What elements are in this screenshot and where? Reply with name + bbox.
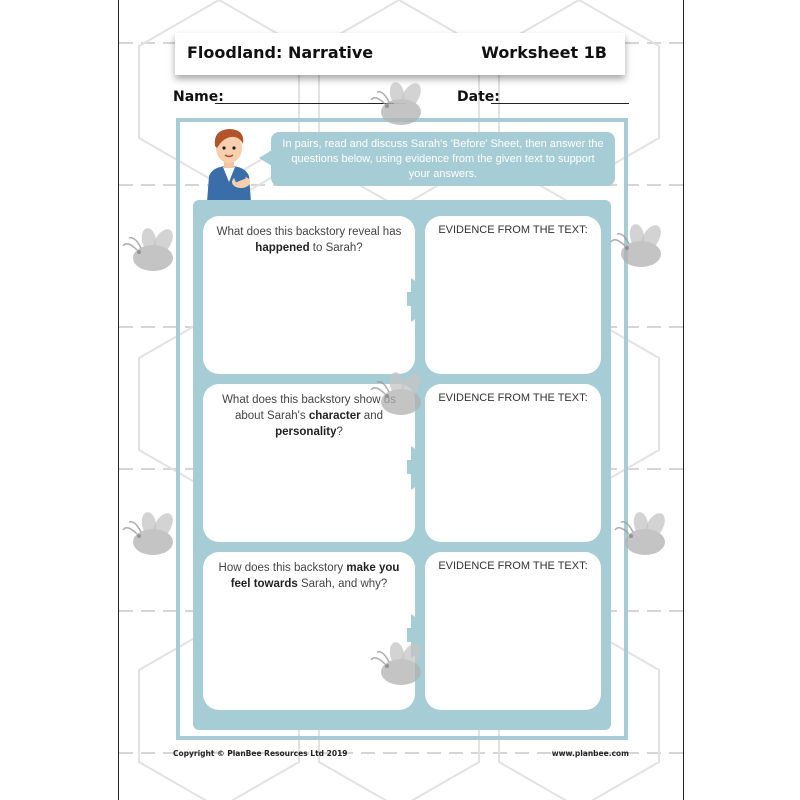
name-label: Name: xyxy=(173,89,224,105)
question-text-2: What does this backstory show us about S… xyxy=(222,394,396,438)
question-box-2: What does this backstory show us about S… xyxy=(203,384,415,542)
question-text-3: How does this backstory make you feel to… xyxy=(218,562,400,590)
copyright-text: Copyright © PlanBee Resources Ltd 2019 xyxy=(173,749,348,758)
worksheet-title: Floodland: Narrative xyxy=(187,43,374,62)
question-box-1: What does this backstory reveal has happ… xyxy=(203,216,415,374)
header-banner: Floodland: Narrative Worksheet 1B xyxy=(175,33,625,75)
evidence-box-3[interactable]: EVIDENCE FROM THE TEXT: xyxy=(425,552,601,710)
date-field[interactable] xyxy=(491,103,629,104)
worksheet-page: Floodland: Narrative Worksheet 1B Name: … xyxy=(118,0,684,800)
speech-tail xyxy=(259,150,272,166)
questions-panel: What does this backstory reveal has happ… xyxy=(193,200,611,730)
teacher-character-icon xyxy=(207,129,251,202)
evidence-label-3: EVIDENCE FROM THE TEXT: xyxy=(438,560,588,572)
question-text-1: What does this backstory reveal has happ… xyxy=(216,226,402,254)
evidence-box-1[interactable]: EVIDENCE FROM THE TEXT: xyxy=(425,216,601,374)
website-link[interactable]: www.planbee.com xyxy=(551,749,629,758)
evidence-label-1: EVIDENCE FROM THE TEXT: xyxy=(438,224,588,236)
worksheet-number: Worksheet 1B xyxy=(481,43,607,62)
instructions-text: In pairs, read and discuss Sarah's 'Befo… xyxy=(282,137,604,180)
name-field[interactable] xyxy=(215,103,405,104)
date-label: Date: xyxy=(457,89,500,105)
evidence-box-2[interactable]: EVIDENCE FROM THE TEXT: xyxy=(425,384,601,542)
instructions-bubble: In pairs, read and discuss Sarah's 'Befo… xyxy=(271,132,615,186)
question-box-3: How does this backstory make you feel to… xyxy=(203,552,415,710)
evidence-label-2: EVIDENCE FROM THE TEXT: xyxy=(438,392,588,404)
